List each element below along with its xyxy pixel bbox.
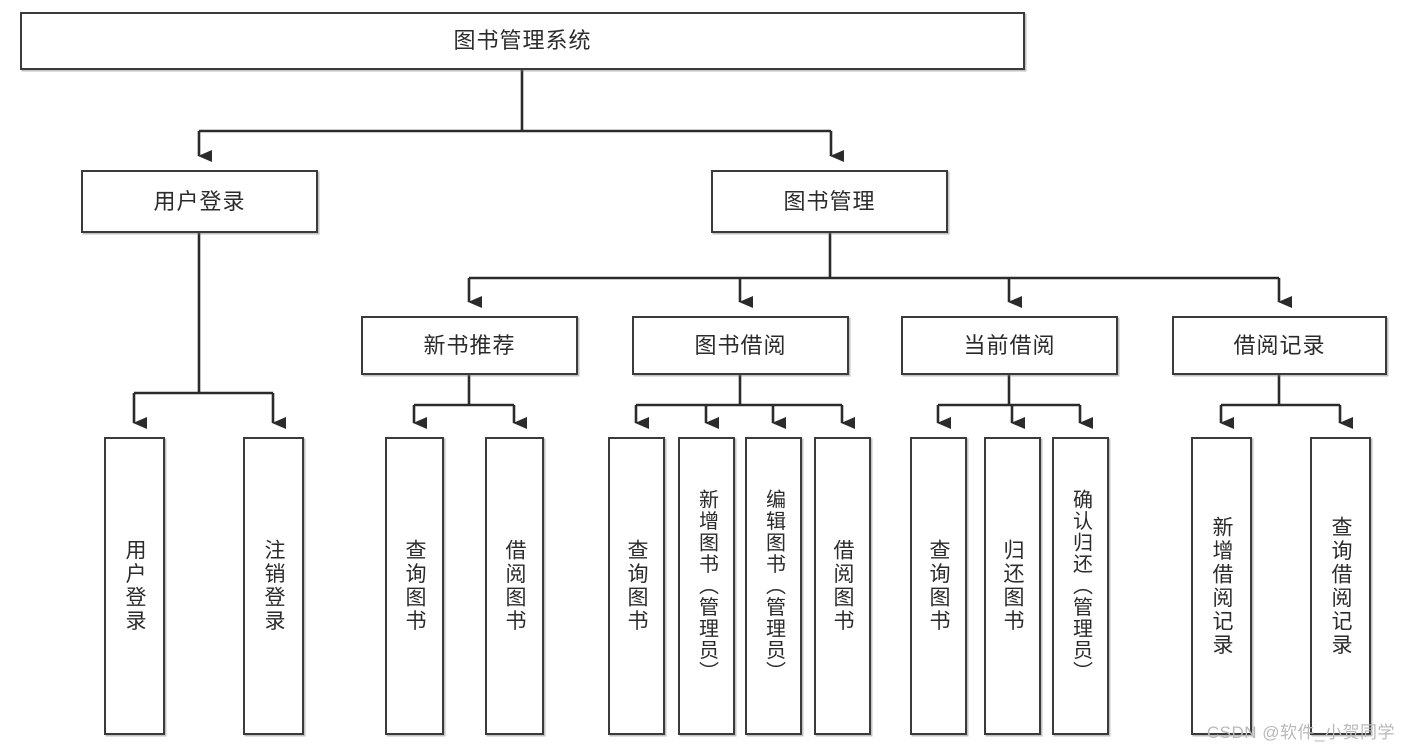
node-leaf[interactable]: 查询图书	[385, 437, 444, 735]
node-leaf-label: 查询借阅记录	[1329, 515, 1352, 657]
node-user-login[interactable]: 用户登录	[81, 170, 318, 233]
node-leaf[interactable]: 归还图书	[984, 437, 1041, 735]
node-leaf[interactable]: 新增图书（管理员）	[678, 437, 735, 735]
node-user-login-label: 用户登录	[153, 188, 246, 214]
node-leaf[interactable]: 查询图书	[910, 437, 967, 735]
node-leaf[interactable]: 注销登录	[243, 437, 304, 735]
node-leaf[interactable]: 编辑图书（管理员）	[745, 437, 802, 735]
node-leaf-label: 借阅图书	[831, 539, 854, 633]
node-leaf[interactable]: 借阅图书	[814, 437, 871, 735]
node-new-book-recommend[interactable]: 新书推荐	[361, 316, 578, 375]
node-current-borrow[interactable]: 当前借阅	[901, 316, 1118, 375]
node-leaf[interactable]: 新增借阅记录	[1191, 437, 1252, 735]
node-new-book-recommend-label: 新书推荐	[423, 332, 516, 358]
node-leaf-label: 用户登录	[123, 539, 146, 633]
node-leaf-label: 借阅图书	[503, 539, 526, 633]
node-leaf-label: 查询图书	[403, 539, 426, 633]
node-leaf-label: 归还图书	[1001, 539, 1024, 633]
node-book-borrow[interactable]: 图书借阅	[632, 316, 849, 375]
node-leaf-label: 新增图书（管理员）	[695, 489, 718, 683]
node-leaf[interactable]: 借阅图书	[485, 437, 544, 735]
node-book-borrow-label: 图书借阅	[694, 332, 787, 358]
watermark: CSDN @软件_小贺同学	[1206, 723, 1395, 742]
node-leaf[interactable]: 确认归还（管理员）	[1052, 437, 1109, 735]
node-root-label: 图书管理系统	[453, 28, 592, 54]
node-leaf[interactable]: 用户登录	[104, 437, 165, 735]
node-borrow-record[interactable]: 借阅记录	[1172, 316, 1387, 375]
node-root[interactable]: 图书管理系统	[20, 12, 1025, 70]
node-leaf-label: 编辑图书（管理员）	[762, 489, 785, 683]
node-leaf-label: 查询图书	[625, 539, 648, 633]
node-leaf-label: 注销登录	[262, 539, 285, 633]
node-leaf-label: 新增借阅记录	[1210, 515, 1233, 657]
node-leaf-label: 确认归还（管理员）	[1069, 489, 1092, 683]
node-book-management[interactable]: 图书管理	[711, 170, 948, 233]
node-book-management-label: 图书管理	[783, 188, 876, 214]
node-borrow-record-label: 借阅记录	[1233, 332, 1326, 358]
node-current-borrow-label: 当前借阅	[963, 332, 1056, 358]
node-leaf-label: 查询图书	[927, 539, 950, 633]
node-leaf[interactable]: 查询图书	[608, 437, 665, 735]
node-leaf[interactable]: 查询借阅记录	[1310, 437, 1371, 735]
